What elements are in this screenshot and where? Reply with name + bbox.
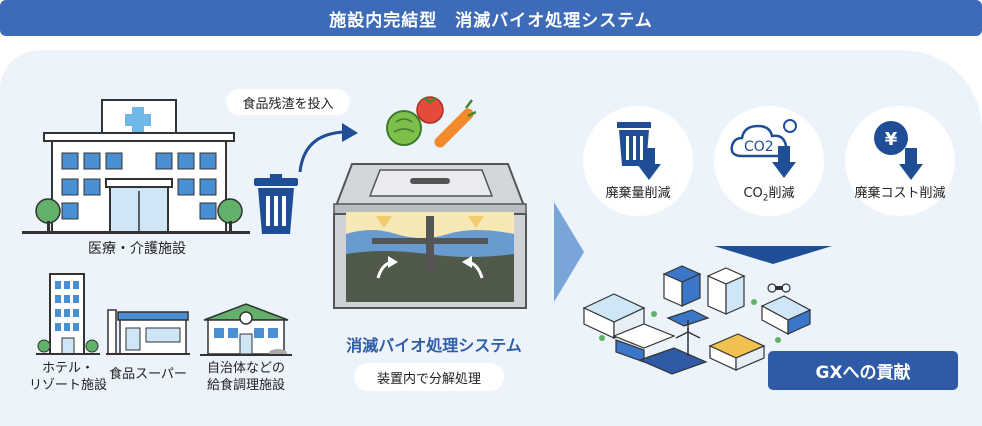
system-name: 消滅バイオ処理システム: [346, 336, 522, 355]
benefit-co2-reduction: CO2 CO2削減: [714, 106, 824, 216]
benefit-label-waste: 廃棄量削減: [605, 186, 671, 201]
trash-bin-icon: [254, 174, 298, 234]
chevron-right-icon: [554, 202, 584, 302]
yen-icon-text: ¥: [885, 129, 898, 150]
facility-label-hotel: ホテル・リゾート施設: [28, 361, 107, 393]
header-title: 施設内完結型 消滅バイオ処理システム: [329, 10, 653, 31]
input-label: 食品残渣を投入: [226, 89, 350, 115]
benefit-label-co2: CO2削減: [743, 186, 795, 204]
down-triangle-icon: [714, 246, 832, 264]
city-illustration: [582, 265, 812, 375]
benefit-cost-reduction: ¥ 廃棄コスト削減: [845, 106, 955, 216]
header-banner: 施設内完結型 消滅バイオ処理システム: [0, 0, 982, 36]
supermarket-illustration: [106, 309, 190, 355]
vegetables-icon: [386, 96, 476, 148]
trash-down-icon: [617, 122, 661, 180]
kitchen-facility-illustration: [200, 303, 292, 356]
benefit-label-cost: 廃棄コスト削減: [854, 186, 946, 201]
curved-arrow-icon: [298, 123, 358, 173]
system-caption: 装置内で分解処理: [354, 363, 504, 391]
gx-contribution-label: GXへの貢献: [768, 351, 958, 390]
bio-processing-machine: [333, 163, 527, 309]
benefit-waste-reduction: 廃棄量削減: [583, 106, 693, 216]
co2-icon-text: CO2: [744, 139, 774, 155]
facility-label-kitchen: 自治体などの給食調理施設: [206, 361, 285, 393]
hotel-illustration: [36, 273, 100, 355]
facility-label-main: 医療・介護施設: [88, 241, 186, 257]
hospital-illustration: [22, 99, 250, 234]
facility-label-supermarket: 食品スーパー: [109, 367, 187, 382]
yen-down-icon: ¥: [874, 121, 923, 180]
co2-down-icon: CO2: [730, 119, 797, 178]
